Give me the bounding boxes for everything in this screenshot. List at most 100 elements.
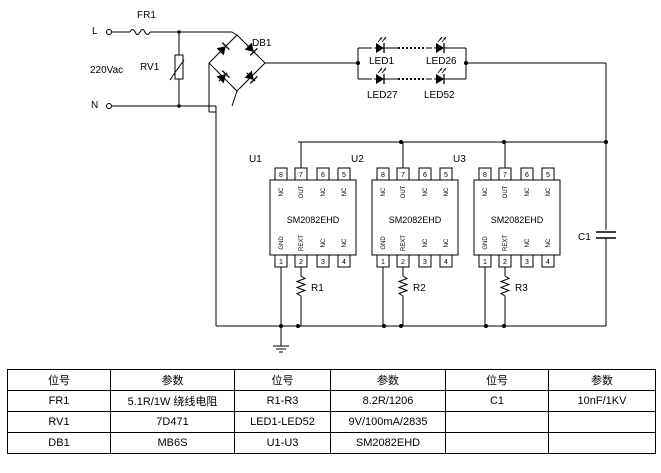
pin-signal: NC (546, 238, 552, 247)
ac-input: L N 220Vac (90, 26, 123, 111)
pin-signal: NC (321, 187, 327, 196)
pin-number: 5 (342, 172, 346, 179)
pin-number: 7 (401, 172, 405, 179)
bom-header-cell: 位号 (445, 369, 549, 391)
pin-number: 6 (423, 172, 427, 179)
varistor: RV1 (140, 30, 185, 108)
led-label-52: LED52 (424, 90, 455, 101)
pin-signal: NC (444, 238, 450, 247)
pin-number: 3 (525, 259, 529, 266)
pin-number: 8 (483, 172, 487, 179)
pin-number: 2 (299, 259, 303, 266)
circuit-schematic: L N 220Vac FR1 RV1 DB1 (90, 10, 616, 353)
resistor-label: R3 (515, 283, 528, 294)
pin-signal: NC (381, 187, 387, 196)
bom-header-cell: 位号 (234, 369, 331, 391)
pin-signal: NC (423, 238, 429, 247)
pin-number: 8 (279, 172, 283, 179)
pin-signal: GND (483, 236, 489, 250)
pin-number: 1 (381, 259, 385, 266)
pin-number: 2 (401, 259, 405, 266)
bom-cell (548, 411, 656, 433)
fuse-resistor-label: FR1 (137, 10, 156, 21)
fuse-resistor: FR1 (112, 10, 232, 35)
chip-part-name: SM2082EHD (389, 215, 442, 225)
bom-cell: SM2082EHD (330, 432, 446, 454)
chip-part-name: SM2082EHD (491, 215, 544, 225)
bom-cell: MB6S (110, 432, 235, 454)
line-terminal (106, 29, 112, 35)
pin-signal: REXT (401, 235, 407, 251)
bom-header-cell: 参数 (330, 369, 446, 391)
pin-number: 8 (381, 172, 385, 179)
pin-signal: GND (381, 236, 387, 250)
pin-number: 7 (299, 172, 303, 179)
pin-signal: NC (423, 187, 429, 196)
resistor-symbol (295, 275, 307, 297)
bom-cell: 7D471 (110, 411, 235, 433)
bom-header-cell: 参数 (548, 369, 656, 391)
bom-cell: 9V/100mA/2835 (330, 411, 446, 433)
bom-cell: 5.1R/1W 绕线电阻 (110, 390, 235, 412)
pin-number: 3 (423, 259, 427, 266)
resistor-label: R1 (311, 283, 324, 294)
pin-signal: NC (342, 238, 348, 247)
capacitor: C1 (578, 231, 616, 326)
chip-u3: U3SM2082EHD8NC7OUT6NC5NC1GND2REXT3NC4NCR… (453, 142, 561, 326)
pin-number: 1 (279, 259, 283, 266)
pin-number: 5 (546, 172, 550, 179)
chip-part-name: SM2082EHD (287, 215, 340, 225)
pin-signal: OUT (503, 185, 509, 198)
pin-number: 4 (342, 259, 346, 266)
pin-signal: REXT (503, 235, 509, 251)
bom-cell: 10nF/1KV (548, 390, 656, 412)
pin-signal: NC (342, 187, 348, 196)
chip-designator: U1 (249, 154, 262, 165)
bom-header-cell: 参数 (110, 369, 235, 391)
pin-number: 2 (503, 259, 507, 266)
bom-header-row: 位号参数位号参数位号参数 (7, 369, 656, 391)
capacitor-label: C1 (578, 232, 591, 243)
bom-cell: 8.2R/1206 (330, 390, 446, 412)
led-array: LED1 LED26 LED27 LED52 (357, 36, 468, 101)
pin-number: 1 (483, 259, 487, 266)
bridge-rectifier: DB1 (208, 31, 360, 113)
pin-signal: NC (444, 187, 450, 196)
bom-cell: DB1 (7, 432, 111, 454)
bridge-label: DB1 (252, 38, 272, 49)
chip-designator: U2 (351, 154, 364, 165)
resistor-label: R2 (413, 283, 426, 294)
pin-signal: NC (483, 187, 489, 196)
pin-signal: NC (525, 187, 531, 196)
pin-signal: NC (279, 187, 285, 196)
neutral-terminal (106, 103, 112, 109)
led-label-26: LED26 (426, 56, 457, 67)
pin-number: 6 (525, 172, 529, 179)
voltage-label: 220Vac (90, 65, 123, 76)
pin-number: 5 (444, 172, 448, 179)
varistor-label: RV1 (140, 62, 160, 73)
bom-cell: C1 (445, 390, 549, 412)
bom-header-cell: 位号 (7, 369, 111, 391)
pin-signal: NC (546, 187, 552, 196)
neutral-label: N (91, 100, 98, 111)
bom-cell: LED1-LED52 (234, 411, 331, 433)
line-label: L (92, 26, 98, 37)
bom-cell: R1-R3 (234, 390, 331, 412)
pin-number: 4 (444, 259, 448, 266)
pin-number: 7 (503, 172, 507, 179)
resistor-symbol (499, 275, 511, 297)
pin-signal: OUT (401, 185, 407, 198)
pin-signal: REXT (299, 235, 305, 251)
bom-cell: U1-U3 (234, 432, 331, 454)
pin-signal: NC (525, 238, 531, 247)
bom-cell: RV1 (7, 411, 111, 433)
pin-signal: GND (279, 236, 285, 250)
resistor-symbol (397, 275, 409, 297)
bom-cell (445, 411, 549, 433)
chip-u1: U1SM2082EHD8NC7OUT6NC5NC1GND2REXT3NC4NCR… (249, 142, 357, 326)
